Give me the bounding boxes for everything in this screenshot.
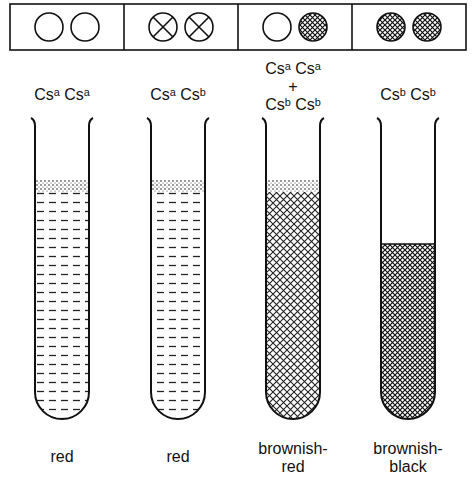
test-tube <box>377 118 439 419</box>
plus-sign: + <box>238 78 348 96</box>
test-tube <box>262 118 324 419</box>
genotype-row <box>10 4 466 50</box>
genotype-label: Csᵃ Csᵃ <box>7 86 117 104</box>
genotype-label: Csᵃ Csᵃ <box>238 60 348 78</box>
genotype-label: Csᵇ Csᵇ <box>353 86 463 104</box>
genotype-label: Csᵇ Csᵇ <box>238 96 348 114</box>
genotype-label: Csᵃ Csᵇ <box>123 86 233 104</box>
color-label: brownish-red <box>251 440 335 476</box>
color-label: red <box>7 448 117 466</box>
test-tube <box>31 118 93 419</box>
color-label: brownish-black <box>366 440 450 476</box>
test-tube <box>147 118 209 419</box>
color-label: red <box>123 448 233 466</box>
